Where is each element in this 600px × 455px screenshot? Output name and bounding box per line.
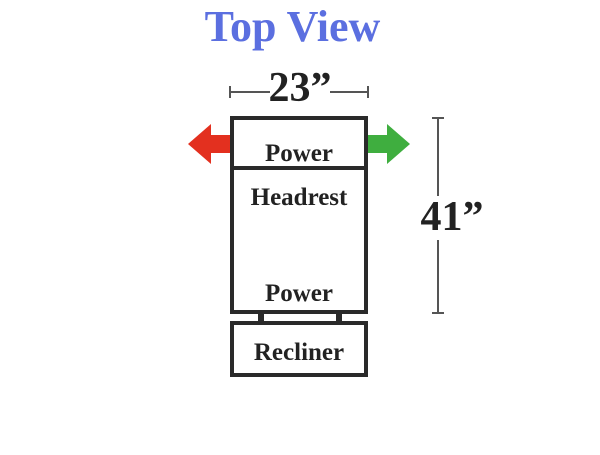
arrow-left-icon — [188, 124, 230, 164]
power-top-box: Power — [230, 116, 368, 170]
height-dimension-label: 41” — [420, 194, 484, 240]
arrow-right-icon — [368, 124, 410, 164]
power-bottom-label: Power — [264, 280, 334, 307]
headrest-label: Headrest — [250, 184, 348, 211]
power-top-label: Power — [264, 140, 334, 167]
headrest-box: Headrest Power — [230, 166, 368, 314]
connector-left — [258, 312, 264, 324]
connector-right — [336, 312, 342, 324]
width-dimension-label: 23” — [268, 65, 332, 111]
diagram-title: Top View — [204, 2, 381, 51]
recliner-box: Recliner — [230, 321, 368, 377]
recliner-label: Recliner — [253, 339, 345, 366]
